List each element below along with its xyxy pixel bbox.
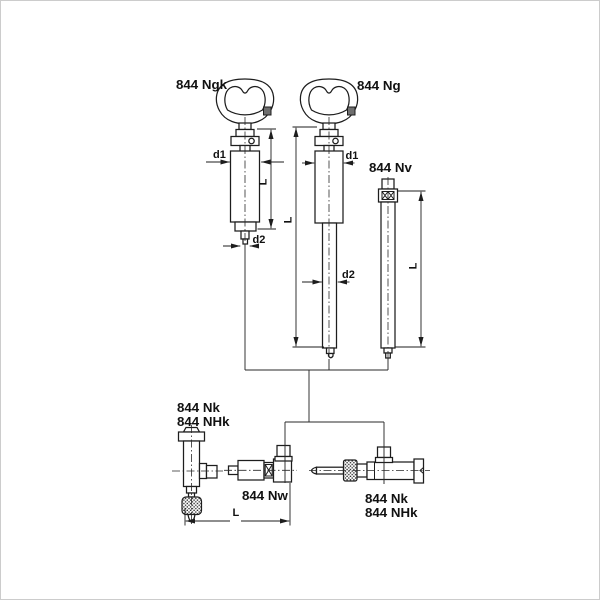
nk-left-side-connector bbox=[205, 464, 218, 479]
dim-label-L-bottom: L bbox=[233, 507, 240, 519]
label-844-nk-right-line1: 844 Nk bbox=[365, 491, 408, 506]
label-844-nk-left-line2: 844 NHk bbox=[177, 414, 230, 429]
label-844-ngk: 844 Ngk bbox=[176, 77, 228, 92]
dim-label-d2-ng: d2 bbox=[342, 269, 355, 281]
ng-contact-tip bbox=[327, 352, 334, 359]
instrument-844-nk-right bbox=[310, 446, 425, 484]
label-844-nw: 844 Nw bbox=[242, 488, 288, 503]
dimension-nv-L bbox=[395, 190, 426, 348]
ng-tip-holder bbox=[325, 347, 335, 355]
instrument-844-nk-left bbox=[177, 426, 218, 523]
dimension-ngk-L bbox=[257, 128, 276, 230]
label-844-ng: 844 Ng bbox=[357, 78, 401, 93]
nk-right-notch bbox=[419, 467, 424, 474]
label-844-nv: 844 Nv bbox=[369, 160, 412, 175]
dim-label-d1-ngk: d1 bbox=[213, 149, 226, 161]
dim-label-L-ngk: L bbox=[258, 178, 270, 185]
connector-lines bbox=[244, 244, 389, 484]
ng-extension-shaft bbox=[321, 222, 338, 349]
centerlines bbox=[172, 117, 430, 524]
dimension-bottom-L bbox=[184, 483, 291, 526]
adapter-844-nw bbox=[227, 444, 293, 483]
dim-label-L-nv: L bbox=[408, 262, 420, 269]
label-844-nk-left-line1: 844 Nk bbox=[177, 400, 220, 415]
dimension-ng-L bbox=[292, 126, 324, 348]
label-844-nk-right-line2: 844 NHk bbox=[365, 505, 418, 520]
dim-label-d2-ngk: d2 bbox=[253, 234, 266, 246]
ngk-lower-step bbox=[234, 221, 257, 232]
dim-label-d1-ng: d1 bbox=[346, 150, 359, 162]
dim-label-L-ng: L bbox=[283, 216, 295, 223]
ng-handle-grip bbox=[299, 78, 359, 153]
nw-top-cylinder bbox=[276, 444, 291, 458]
nw-top-flange bbox=[274, 455, 293, 462]
